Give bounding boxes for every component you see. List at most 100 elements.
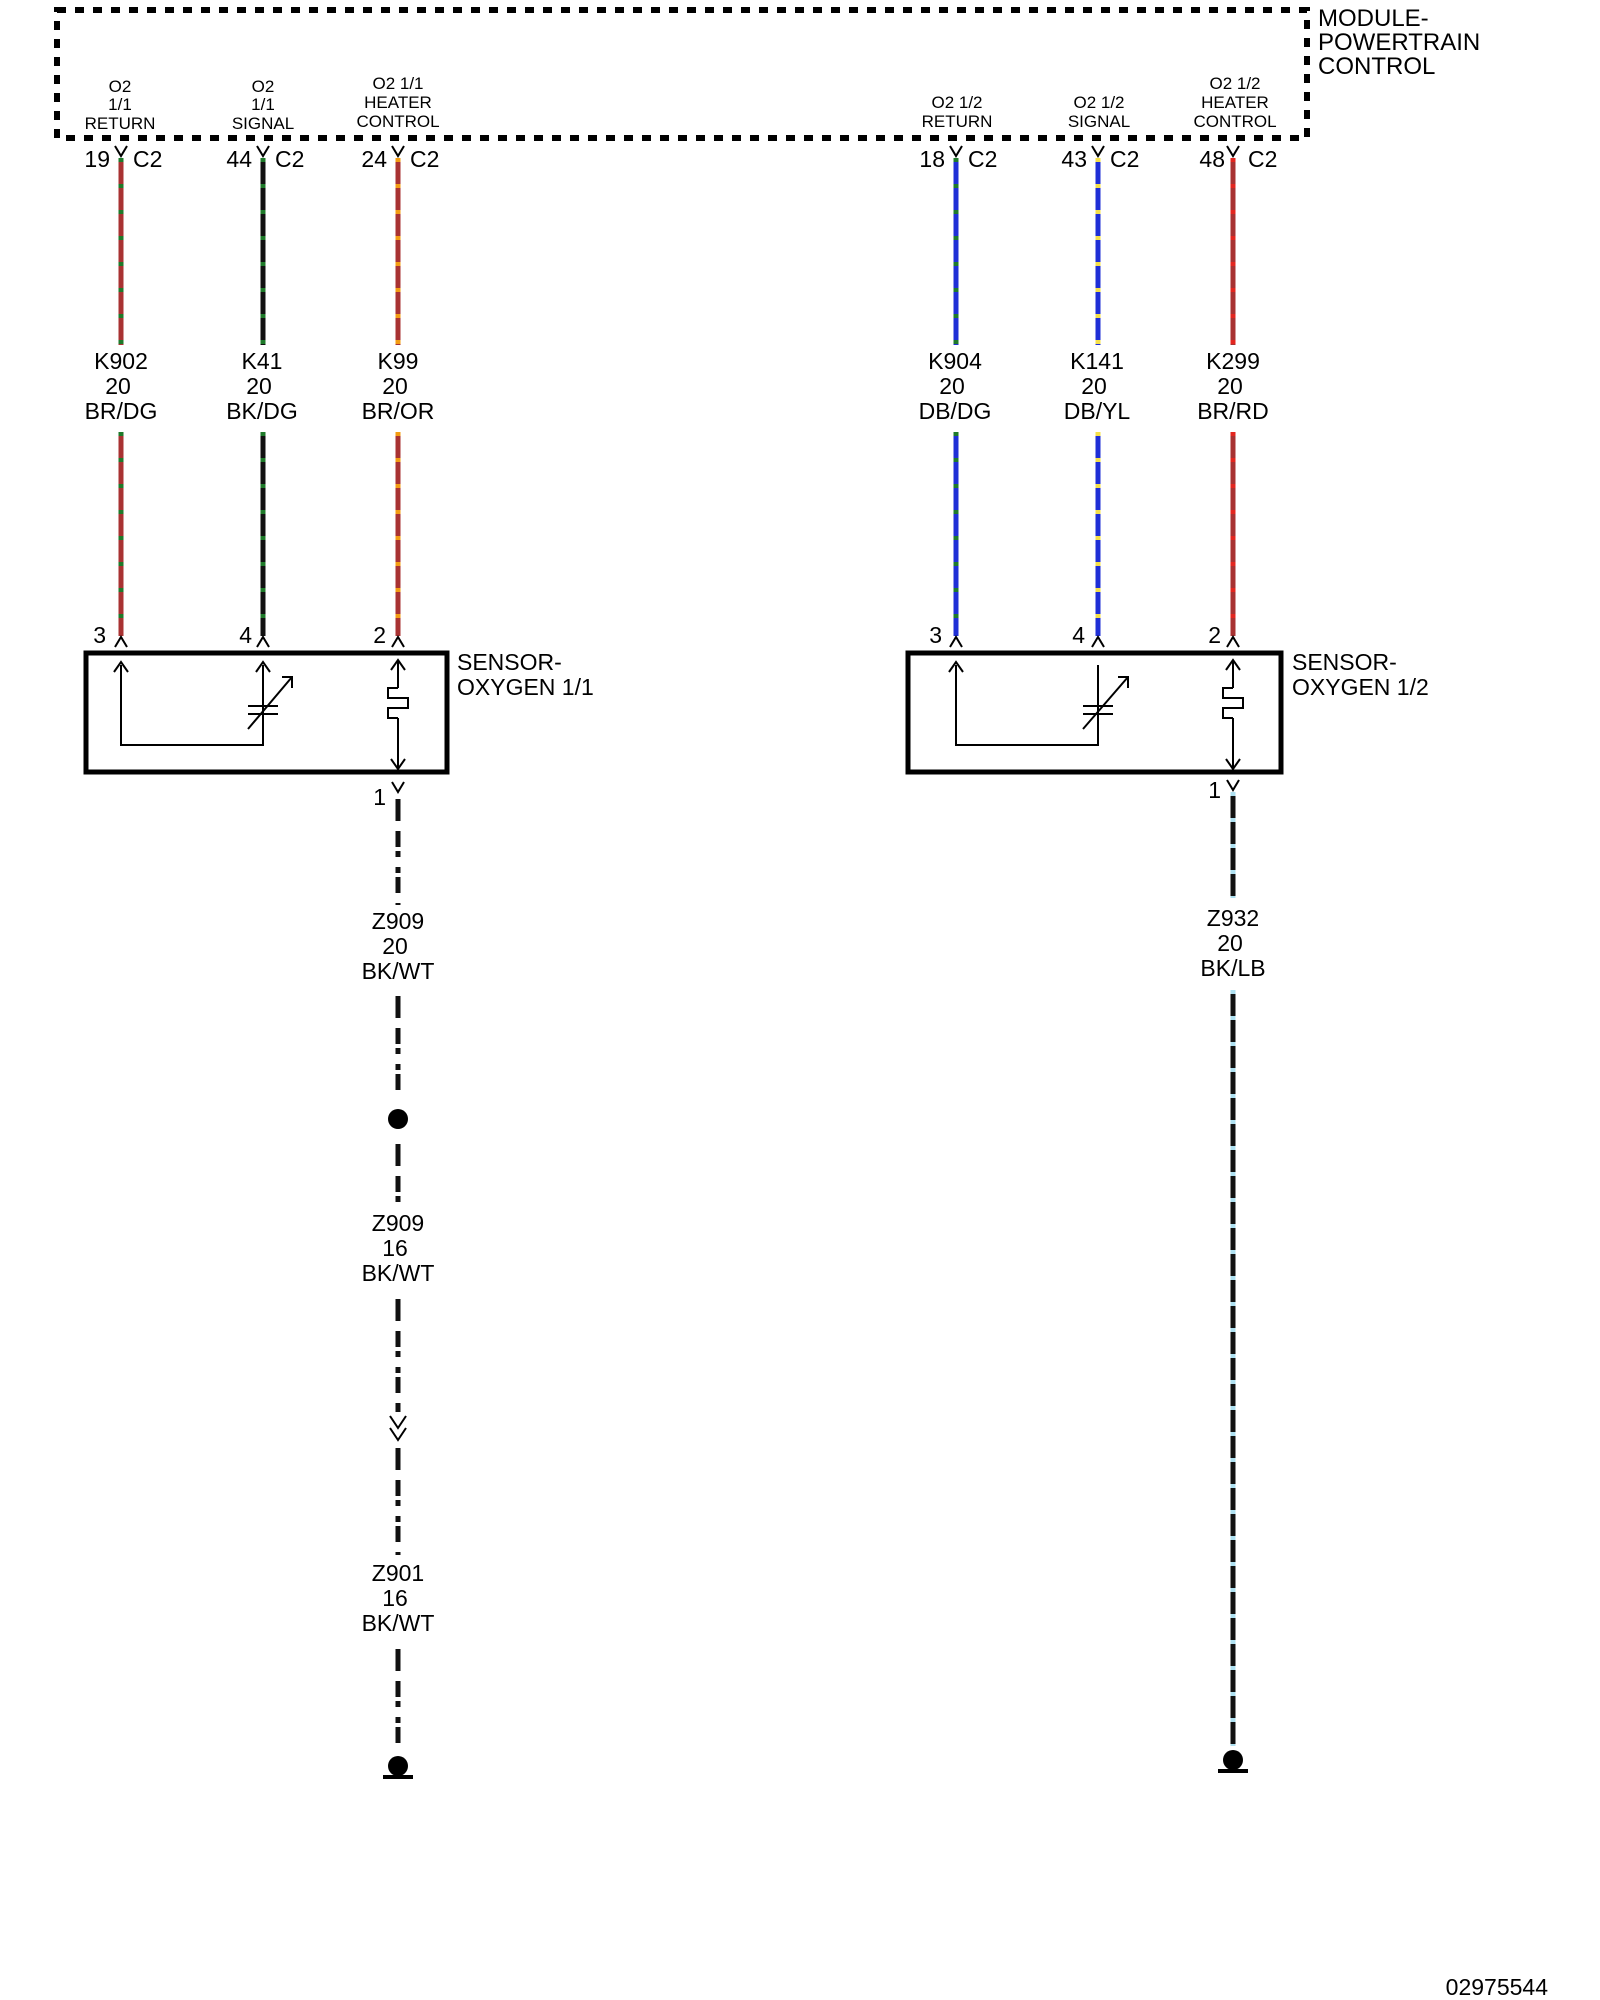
wire-k141-circuit: K141 xyxy=(1070,348,1124,374)
pin-24-connector: C2 xyxy=(410,146,439,172)
signal-arrow-icon xyxy=(255,660,271,673)
sensor-1-1-name-line-1: SENSOR- xyxy=(457,649,562,675)
sensor-1-2-name-line-2: OXYGEN 1/2 xyxy=(1292,674,1429,700)
wire-k41-color: BK/DG xyxy=(226,398,298,424)
wire-k99-color: BR/OR xyxy=(362,398,435,424)
pin-43-function-line-1: O2 1/2 xyxy=(1073,93,1124,112)
sensor-1-1-name-line-2: OXYGEN 1/1 xyxy=(457,674,594,700)
wire-k902-gauge: 20 xyxy=(105,373,131,399)
sensor-1-2-name-line-1: SENSOR- xyxy=(1292,649,1397,675)
wire-k904-color: DB/DG xyxy=(919,398,992,424)
sensor-1-2-pin-3-chevron-icon xyxy=(949,635,963,648)
wire-k141-gauge: 20 xyxy=(1081,373,1107,399)
ground-left-symbol-icon xyxy=(383,1756,413,1779)
wire-k902-circuit: K902 xyxy=(94,348,148,374)
module-name-line-1: MODULE- xyxy=(1318,5,1429,32)
sensor-1-2-pin-2-chevron-icon xyxy=(1226,635,1240,648)
pin-18-function-line-2: RETURN xyxy=(922,112,993,131)
powertrain-control-module-box xyxy=(54,7,1310,141)
ground-left-2-circuit: Z909 xyxy=(372,1210,424,1236)
wire-k299-circuit: K299 xyxy=(1206,348,1260,374)
pin-18-number: 18 xyxy=(919,146,945,172)
sensor-oxygen-1-2: 3 4 2 1 SENSOR- OXYGEN 1/2 xyxy=(905,622,1429,803)
sensor-1-1-pin-4: 4 xyxy=(239,622,252,648)
ground-left-3-gauge: 16 xyxy=(382,1585,408,1611)
ground-left-1-color: BK/WT xyxy=(362,958,435,984)
inline-connector-icon xyxy=(389,1415,407,1442)
pin-44-number: 44 xyxy=(226,146,252,172)
pin-43-connector: C2 xyxy=(1110,146,1139,172)
pin-43-number: 43 xyxy=(1061,146,1087,172)
ground-left-1-gauge: 20 xyxy=(382,933,408,959)
wire-k904-circuit: K904 xyxy=(928,348,982,374)
pin-18-connector: C2 xyxy=(968,146,997,172)
sensor-1-1-pin-4-chevron-icon xyxy=(256,635,270,648)
sensor-1-2-pin-1: 1 xyxy=(1208,777,1221,803)
figure-number: 02975544 xyxy=(1446,1974,1549,2000)
return-arrow-icon xyxy=(113,660,129,673)
pin-48-function-line-3: CONTROL xyxy=(1193,112,1276,131)
sensor-1-1-pin-2-chevron-icon xyxy=(391,635,405,648)
pin-24-chevron-icon xyxy=(391,145,405,158)
pin-44-connector: C2 xyxy=(275,146,304,172)
sensor-1-2-pin-2: 2 xyxy=(1208,622,1221,648)
pin-19-number: 19 xyxy=(84,146,110,172)
pin-48-connector: C2 xyxy=(1248,146,1277,172)
wire-k299-gauge: 20 xyxy=(1217,373,1243,399)
wire-k41-circuit: K41 xyxy=(242,348,283,374)
module-name-line-2: POWERTRAIN xyxy=(1318,29,1480,56)
pin-24-function-line-2: HEATER xyxy=(364,93,432,112)
heater-element-icon xyxy=(387,687,409,719)
return-arrow-icon xyxy=(948,660,964,673)
variable-element-icon xyxy=(247,676,293,730)
pin-48-number: 48 xyxy=(1199,146,1225,172)
wire-k902-color: BR/DG xyxy=(85,398,158,424)
sensor-1-2-internal-circuit xyxy=(948,658,1244,771)
sensor-1-2-pin-1-chevron-icon xyxy=(1226,779,1240,792)
pin-19-function-line-1: O2 xyxy=(109,77,132,96)
ground-left-3-color: BK/WT xyxy=(362,1610,435,1636)
sensor-1-2-box xyxy=(905,650,1284,775)
ground-right-symbol-icon xyxy=(1218,1750,1248,1773)
pin-44-function-line-2: 1/1 xyxy=(251,95,275,114)
pin-43-function-line-2: SIGNAL xyxy=(1068,112,1130,131)
wire-k41-gauge: 20 xyxy=(246,373,272,399)
sensor-1-1-pin-3: 3 xyxy=(93,622,106,648)
sensor-1-1-internal-circuit xyxy=(113,658,409,771)
wire-k299-color: BR/RD xyxy=(1197,398,1269,424)
pin-19-chevron-icon xyxy=(114,145,128,158)
sensor-1-1-pin-1-chevron-icon xyxy=(391,781,405,794)
sensor-1-1-pin-2: 2 xyxy=(373,622,386,648)
pin-44-chevron-icon xyxy=(256,145,270,158)
heater-element-icon xyxy=(1222,687,1244,719)
sensor-1-1-pin-1: 1 xyxy=(373,784,386,810)
ground-left-1-circuit: Z909 xyxy=(372,908,424,934)
pin-44-function-line-1: O2 xyxy=(252,77,275,96)
pin-24-number: 24 xyxy=(361,146,387,172)
ground-right-1-color: BK/LB xyxy=(1200,955,1265,981)
wire-k904-gauge: 20 xyxy=(939,373,965,399)
ground-left-2-gauge: 16 xyxy=(382,1235,408,1261)
module-name-line-3: CONTROL xyxy=(1318,53,1435,80)
heater-arrow-icon xyxy=(1225,658,1241,671)
sensor-oxygen-1-1: 3 4 2 1 SENSOR- OXYGEN 1/1 xyxy=(83,622,594,810)
pin-44-function-line-3: SIGNAL xyxy=(232,114,294,133)
pin-48-chevron-icon xyxy=(1226,145,1240,158)
sensor-1-2-pin-4: 4 xyxy=(1072,622,1085,648)
sensor-1-1-box xyxy=(83,650,450,775)
ground-left-3-circuit: Z901 xyxy=(372,1560,424,1586)
sensor-1-2-pin-4-chevron-icon xyxy=(1091,635,1105,648)
ground-right-1-circuit: Z932 xyxy=(1207,905,1259,931)
splice-dot-icon xyxy=(388,1109,408,1129)
sensor-1-1-pin-3-chevron-icon xyxy=(114,635,128,648)
pin-19-function-line-3: RETURN xyxy=(85,114,156,133)
variable-element-icon xyxy=(1082,676,1129,730)
pin-48-function-line-1: O2 1/2 xyxy=(1209,74,1260,93)
pin-19-function-line-2: 1/1 xyxy=(108,95,132,114)
pin-19-connector: C2 xyxy=(133,146,162,172)
sensor-1-2-pin-3: 3 xyxy=(929,622,942,648)
heater-arrow-icon xyxy=(390,658,406,671)
pin-24-function-line-3: CONTROL xyxy=(356,112,439,131)
wire-k99-circuit: K99 xyxy=(378,348,419,374)
